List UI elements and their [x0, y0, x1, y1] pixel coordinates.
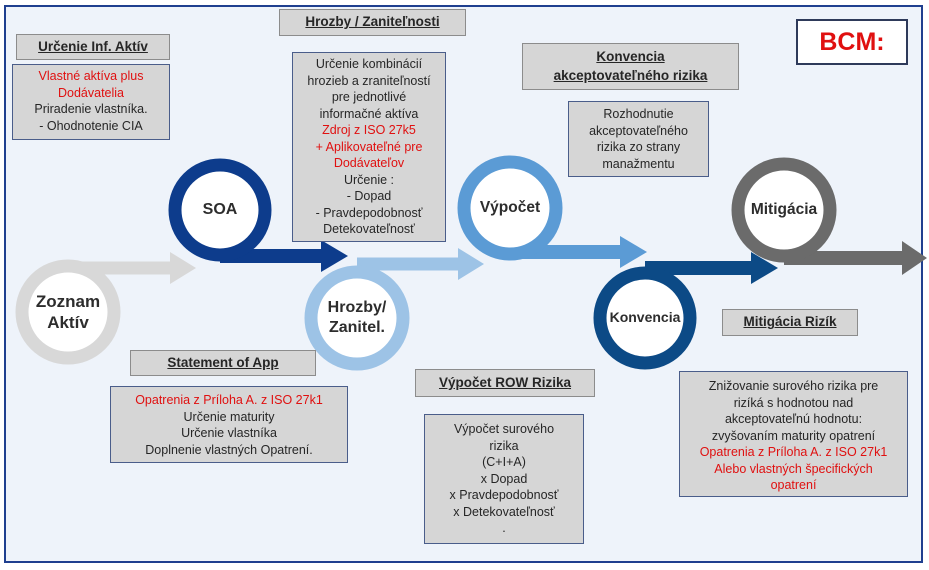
text-line: pre jednotlivé [331, 90, 407, 104]
text-line: Znižovanie surového rizika pre [708, 379, 879, 393]
textbox-hrozby-zranitelnosti: Určenie kombinácií hrozieb a zraniteľnost… [292, 52, 446, 242]
text-line: rizika [489, 438, 519, 453]
text-line: Určenie vlastníka [181, 426, 277, 440]
circle-mitigacia [731, 157, 837, 263]
text-line: Opatrenia z Príloha A. z ISO 27k1 [699, 445, 888, 459]
text-line: manažmentu [602, 156, 675, 171]
title-vypocet-row-rizika: Výpočet ROW Rizika [415, 369, 595, 397]
text-line: Výpočet surového [453, 422, 555, 436]
text-line: Opatrenia z Príloha A. z ISO 27k1 [135, 393, 323, 407]
text-line: Rozhodnutie [603, 107, 674, 121]
circle-label-konvencia: Konvencia [609, 309, 681, 326]
text-line: Určenie kombinácií [315, 57, 423, 71]
text-line: rizíká s hodnotou nad [733, 395, 854, 410]
text-line: Dodávateľov [333, 156, 405, 170]
text-line: - Dopad [346, 189, 392, 203]
text-line: + Aplikovateľné pre [315, 139, 423, 154]
text-line: Zdroj z ISO 27k5 [322, 123, 416, 137]
circle-vypocet [457, 155, 563, 261]
arrow-head-soa [321, 240, 348, 272]
arrow-head-zoznam [170, 252, 196, 284]
flow-step-hrozby [304, 248, 484, 371]
textbox-konvencia-rizika: Rozhodnutie akceptovateľného rizika zo str… [568, 101, 709, 177]
title-statement-of-app: Statement of App [130, 350, 316, 376]
circle-label-mitigacia: Mitigácia [750, 201, 818, 219]
text-line: x Pravdepodobnosť [449, 488, 559, 502]
title-urcenie-inf-aktiv: Určenie Inf. Aktív [16, 34, 170, 60]
text-line: Určenie maturity [183, 409, 275, 424]
circle-zoznam-aktiv [15, 259, 121, 365]
text-line: . [502, 521, 506, 535]
text-line: Alebo vlastných špecifických [714, 461, 873, 476]
text-line: Detekovateľnosť [323, 222, 415, 236]
circle-label-vypocet: Výpočet [479, 199, 541, 217]
text-line: - Pravdepodobnosť [315, 205, 423, 220]
text-line: x Dopad [480, 471, 528, 486]
text-line: zvyšovaním maturity opatrení [711, 428, 876, 443]
text-line: - Ohodnotenie CIA [39, 118, 143, 133]
flow-step-zoznam-aktiv [15, 252, 196, 365]
text-line: Doplnenie vlastných Opatrení. [145, 442, 313, 457]
textbox-vypocet-row-rizika: Výpočet surového rizika (C+I+A) x Dopad x Pr… [424, 414, 584, 544]
text-line: Dodávatelia [57, 85, 124, 100]
flow-step-soa [168, 158, 348, 272]
text-line: Vlastné aktíva plus [38, 69, 144, 83]
text-line: x Detekovateľnosť [453, 504, 555, 519]
text-line: akceptovateľnú hodnotu: [724, 412, 863, 426]
flow-step-vypocet [457, 155, 647, 268]
text-line: opatrení [770, 478, 817, 492]
title-mitigacia-rizik: Mitigácia Rizík [722, 309, 858, 336]
text-line: Priradenie vlastníka. [34, 102, 148, 116]
text-line: akceptovateľného [589, 123, 688, 138]
title-hrozby-zranitelnosti: Hrozby / Zaniteľnosti [279, 9, 466, 36]
circle-label-hrozby: Hrozby/ Zanitel. [327, 299, 387, 336]
arrow-head-konvencia [751, 252, 778, 284]
arrow-head-vypocet [620, 236, 647, 268]
text-line: rizika zo strany [596, 140, 681, 154]
arrow-head-hrozby [458, 248, 484, 280]
title-konvencia-rizika: Konvencia akceptovateľného rizika [522, 43, 739, 90]
circle-hrozby [304, 265, 410, 371]
circle-label-soa: SOA [202, 201, 238, 218]
text-line: informačné aktíva [319, 106, 419, 121]
circle-konvencia [593, 266, 697, 370]
arrow-head-mitigacia [902, 241, 927, 275]
circle-soa [168, 158, 272, 262]
bcm-badge: BCM: [796, 19, 908, 65]
text-line: hrozieb a zraniteľností [307, 73, 431, 88]
circle-label-zoznam-aktiv: Zoznam Aktív [35, 291, 101, 332]
text-line: (C+I+A) [482, 455, 526, 469]
textbox-mitigacia-rizik: Znižovanie surového rizika pre rizíká s h… [679, 371, 908, 497]
flow-step-mitigacia [731, 157, 927, 275]
flow-step-konvencia [593, 252, 778, 370]
text-line: Určenie : [343, 172, 395, 187]
